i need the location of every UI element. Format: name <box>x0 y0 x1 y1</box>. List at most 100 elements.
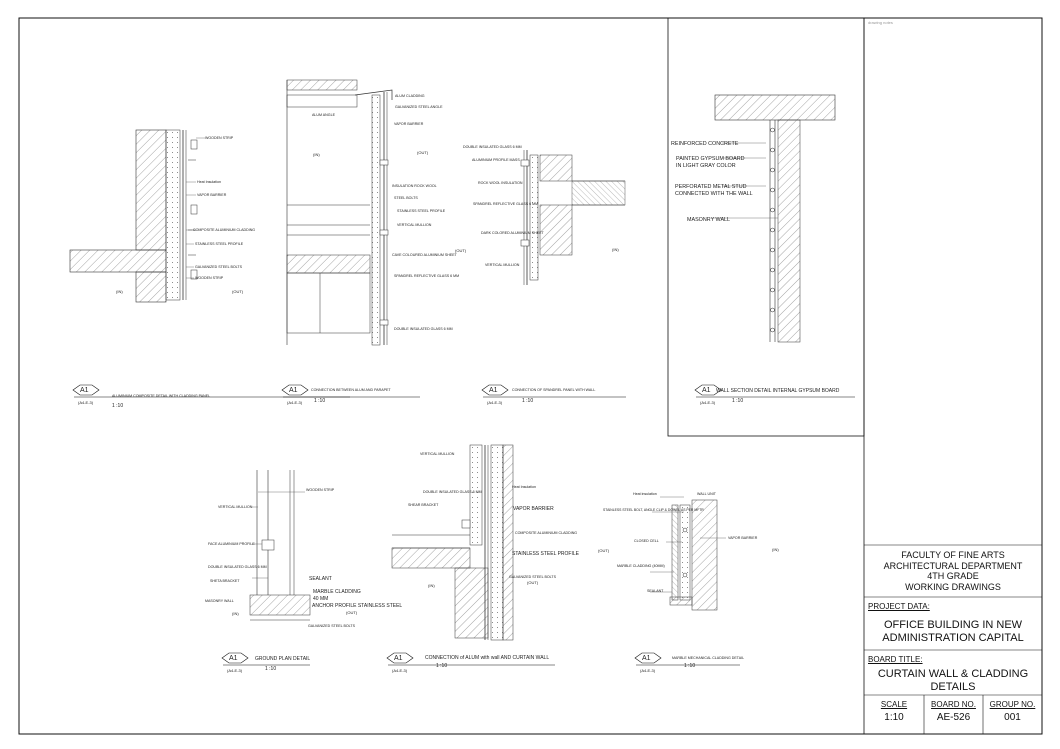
side-out: (OUT) <box>455 248 467 253</box>
label: 40 MM <box>313 596 328 602</box>
label: SPANDREL REFLECTIVE GLASS 6 MM <box>394 274 459 278</box>
tag-7: A1 <box>642 655 651 662</box>
label: DOUBLE INSULATED GLASS 6 MM <box>423 490 482 494</box>
group-no-value: 001 <box>1004 712 1021 723</box>
label: PERFORATED METAL STUD <box>675 184 747 190</box>
tag-7-ref: (A4-E-3) <box>640 668 656 673</box>
label: VAPOR BARRIER <box>513 506 554 512</box>
label: CONNECTED WITH THE WALL <box>675 191 753 197</box>
label: DOUBLE INSULATED GLASS 6 MM <box>394 327 453 331</box>
detail-ground-plan <box>249 470 311 621</box>
detail-2-title: CONNECTION BETWEEN ALUM AND PARAPET <box>311 388 391 392</box>
label: SEALANT <box>647 589 664 593</box>
board-no-label: BOARD NO. <box>931 700 976 709</box>
detail-marble-cladding <box>650 496 726 611</box>
label: COMPOSITE ALUMINIUM CLADDING <box>515 531 577 535</box>
project-title-line: OFFICE BUILDING IN NEW <box>883 619 1023 631</box>
label: MARBLE CLADDING <box>313 589 361 595</box>
side-in: (IN) <box>116 289 123 294</box>
label: DARK COLORED ALUMINIUM SHEET <box>481 231 545 235</box>
label: SHEAR BRACKET <box>408 503 439 507</box>
label: VERTICAL MULLION <box>218 505 253 509</box>
detail-7-scale: 1 :10 <box>684 663 695 669</box>
tag-4: A1 <box>702 387 711 394</box>
label: MASONRY WALL <box>205 599 234 603</box>
board-title: CURTAIN WALL & CLADDING DETAILS <box>864 668 1042 693</box>
label: STAINLESS STEEL BOLT, ANGLE CLIP & DOWEL… <box>603 508 704 512</box>
label: Heat insulation <box>633 492 657 496</box>
label: IN LIGHT GRAY COLOR <box>676 163 736 169</box>
label: PAINTED GYPSUM BOARD <box>676 156 745 162</box>
board-title-label: BOARD TITLE: <box>868 655 923 664</box>
side-in: (IN) <box>428 583 435 588</box>
label: FACE ALUMINIUM PROFILE <box>208 542 255 546</box>
label: ROCK WOOL INSULATION <box>478 181 523 185</box>
tag-3-ref: (A4-E-3) <box>487 400 503 405</box>
label: STAINLESS STEEL PROFILE <box>195 242 244 246</box>
side-out: (OUT) <box>527 580 539 585</box>
label: STEEL BOLTS <box>394 196 418 200</box>
detail-1-scale: 1 :10 <box>112 403 123 409</box>
scale-label: SCALE <box>880 700 908 709</box>
tag-5-ref: (A4-E-3) <box>227 668 243 673</box>
label: COMPOSITE ALUMINIUM CLADDING <box>193 228 255 232</box>
label: WALL UNIT <box>697 492 717 496</box>
side-in: (IN) <box>612 247 619 252</box>
project-title-line: ADMINISTRATION CAPITAL <box>882 631 1024 644</box>
board-title-line: CURTAIN WALL & CLADDING <box>877 668 1029 680</box>
label: ALUM ANGLE <box>312 113 336 117</box>
label: REINFORCED CONCRETE <box>671 141 739 147</box>
label: DOUBLE INSULATED GLASS 6 MM <box>208 565 267 569</box>
tag-4-ref: (A4-E-3) <box>700 400 716 405</box>
detail-4-scale: 1 :10 <box>732 398 743 404</box>
title-block: drawing notes FACULTY OF FINE ARTS ARCHI… <box>864 18 1042 734</box>
board-no-value: AE-526 <box>936 712 971 723</box>
sheet-border <box>18 17 1043 735</box>
detail-3-title: CONNECTION OF SPANDREL PANEL WITH WALL <box>512 388 595 392</box>
tag-2-ref: (A4-E-3) <box>287 400 303 405</box>
label: Heat Insulation <box>197 180 221 184</box>
detail-alum-curtain-wall <box>391 444 514 641</box>
tag-6-ref: (A4-E-3) <box>392 668 408 673</box>
label: ALUM CLADDING <box>395 94 425 98</box>
label: ANCHOR PROFILE STAINLESS STEEL <box>312 603 402 609</box>
label: GALVANIZED STEEL BOLTS <box>195 265 243 269</box>
label: VERTICAL MULLION <box>485 263 520 267</box>
faculty-line: FACULTY OF FINE ARTS <box>901 550 1005 560</box>
tag-1: A1 <box>80 387 89 394</box>
project-title: OFFICE BUILDING IN NEW ADMINISTRATION CA… <box>864 619 1042 644</box>
label: SEALANT <box>309 576 332 582</box>
label: WOODEN STRIP <box>306 488 335 492</box>
label: INSULATION ROCK WOOL <box>392 184 437 188</box>
detail-6-title: CONNECTION of ALUM with wall AND CURTAIN… <box>425 655 549 661</box>
label: MARBLE CLADDING (40MM) <box>617 564 665 568</box>
detail-2-scale: 1 :10 <box>314 398 325 404</box>
detail-wall-section-gypsum <box>712 94 836 343</box>
label: WOODEN STRIP <box>205 136 234 140</box>
detail-6-scale: 1 :10 <box>436 663 447 669</box>
label: VERTICAL MULLION <box>397 223 432 227</box>
titleblock-lines <box>864 544 1042 734</box>
side-out: (OUT) <box>232 289 244 294</box>
label: (OUT) <box>346 610 358 615</box>
faculty-line: 4TH GRADE <box>927 571 979 581</box>
scale-value: 1:10 <box>884 712 904 723</box>
label: STAINLESS STEEL PROFILE <box>512 551 580 557</box>
side-in: (IN) <box>313 152 320 157</box>
tag-1-ref: (A4-E-3) <box>78 400 94 405</box>
label: VAPOR BARRIER <box>394 122 424 126</box>
corner-note: drawing notes <box>868 20 893 25</box>
tag-6: A1 <box>394 655 403 662</box>
group-no-label: GROUP NO. <box>989 700 1036 709</box>
label: Heat Insulation <box>512 485 536 489</box>
project-data-label: PROJECT DATA: <box>868 602 930 611</box>
tag-2: A1 <box>289 387 298 394</box>
side-out: (OUT) <box>598 548 610 553</box>
detail-1-title: ALUMINIUM COMPOSITE DETAIL WITH CLADDING… <box>112 394 210 398</box>
tag-3: A1 <box>489 387 498 394</box>
detail-4-title: WALL SECTION DETAIL INTERNAL GYPSUM BOAR… <box>716 388 840 394</box>
label: VAPOR BARRIER <box>197 193 227 197</box>
label: MASONRY WALL <box>687 217 730 223</box>
label: STAINLESS STEEL PROFILE <box>397 209 446 213</box>
